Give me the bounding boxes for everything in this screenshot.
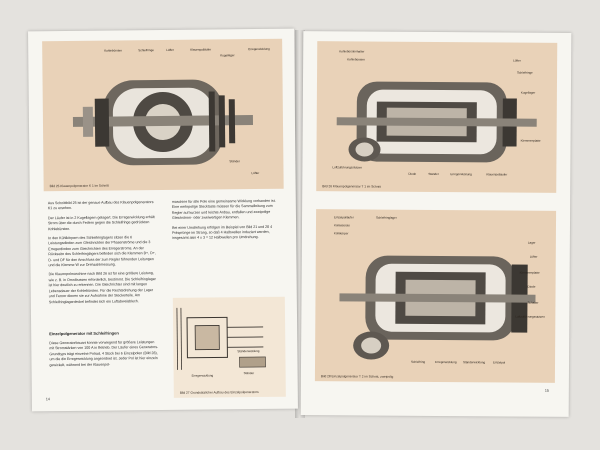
paragraph: In den Kühlkörpern des Schleifringlagers… [48, 235, 156, 268]
page-number-right: 15 [544, 388, 549, 393]
fig28-label-1: Einzelpolläufer [334, 215, 354, 220]
fig28-label-7: Klemmenplatte [519, 270, 540, 275]
fig28-label-9: Schalter [527, 300, 539, 305]
fig26-label-5: Kugellager [520, 90, 536, 95]
right-page: Kohlebürstenhalter Kohlebürsten Lüfter S… [300, 31, 572, 417]
page-number-left: 14 [45, 397, 50, 402]
fig26-label-9: Ständer [428, 171, 439, 177]
fig26-label-8: Diode [408, 171, 417, 176]
fig25-label-8: Lüfter [251, 170, 260, 176]
left-text-bottom: Diese Generatorbauart konnte vorwiegend … [49, 340, 159, 372]
fig26-label-1: Kohlebürstenhalter [339, 49, 365, 54]
fig25-caption: Bild 25 Klauenpolgenerator K 1 im Schnit… [49, 183, 109, 189]
paragraph: Bei einer Umdrehung erfolgen im Beispiel… [172, 224, 273, 241]
fig28-label-5: Lager [527, 240, 536, 245]
fig27-label-1: Erregerwicklung [191, 373, 214, 378]
fig26-label-7: Luftzuführungsstutzen [332, 165, 362, 170]
fig26-label-4: Schleifringe [517, 70, 533, 75]
fig26-label-6: Klemmenplatte [520, 138, 541, 143]
fig27-label-3: Ständer [243, 371, 255, 376]
paragraph: Die Klauenpolmaschine nach Bild 26 ist f… [48, 271, 156, 304]
fig28-label-11: Schleifring [411, 359, 426, 364]
fig25-label-6: Erregerwicklung [248, 46, 270, 52]
fig25-label-7: Ständer [229, 159, 240, 164]
alternator-cutaway-t1-drawing [336, 81, 537, 163]
fig28-label-3: Kohlebürste [333, 223, 351, 228]
figure-bild-27-diagram: Erregerwicklung Ständerwicklung Ständer … [172, 296, 286, 398]
fig25-label-2: Schleifringe [138, 48, 154, 53]
fig26-label-10: Erregerwicklung [450, 172, 472, 177]
fig27-caption: Bild 27 Grundsätzlicher Aufbau des Einze… [179, 390, 259, 395]
fig28-label-12: Erregerwicklung [435, 359, 457, 365]
fig26-caption: Bild 26 Klauenpolgenerator T 1 im Schnit… [322, 184, 381, 189]
fig25-label-3: Lüfter [166, 47, 174, 52]
fig28-label-13: Ständerwicklung [463, 360, 486, 365]
fig28-caption: Bild 28 Einzelpolgenerator T 2 im Schnit… [320, 374, 394, 379]
fig28-label-10: Luftzuführungsstutzen [515, 314, 545, 319]
left-text-column-1: Aus Schnittbild 25 ist der genaue Aufbau… [48, 200, 159, 309]
figure-bild-25: Kohlebürsten Schleifringe Lüfter Klauenp… [42, 38, 284, 192]
paragraph: Diese Generatorbauart konnte vorwiegend … [49, 340, 159, 367]
paragraph: maschine für alle Pole eine gemeinsame W… [171, 198, 276, 221]
fig25-label-5: Kugellager [220, 53, 235, 58]
fig28-label-14: Einzelpol [493, 360, 506, 365]
fig26-label-11: Klauenpolläufer [486, 172, 508, 177]
fig26-label-2: Kohlebürsten [347, 57, 365, 62]
fig27-label-2: Ständerwicklung [237, 348, 260, 354]
figure-bild-28: Einzelpolläufer Schleifringlager Kohlebü… [314, 209, 557, 383]
fig28-label-8: Diode [527, 284, 536, 289]
left-page: Kohlebürsten Schleifringe Lüfter Klauenp… [28, 28, 298, 412]
section-heading: Einzelpolgenerator mit Schleifringen [49, 330, 119, 337]
paragraph: Aus Schnittbild 25 ist der genaue Aufbau… [47, 200, 154, 211]
fig25-label-1: Kohlebürsten [104, 48, 122, 53]
figure-bild-26: Kohlebürstenhalter Kohlebürsten Lüfter S… [316, 41, 558, 193]
fig28-label-4: Kühlkörper [333, 231, 349, 236]
fig25-label-4: Klauenpolläufer [190, 47, 212, 52]
fig28-label-2: Schleifringlager [376, 215, 397, 220]
paragraph: Der Läufer ist in 2 Kugellagern gelagert… [47, 214, 155, 231]
alternator-cutaway-k1-drawing [72, 79, 254, 166]
einzelpol-schematic [176, 307, 266, 370]
left-text-column-2: maschine für alle Pole eine gemeinsame W… [172, 199, 284, 246]
fig28-label-6: Lüfter [529, 254, 538, 259]
alternator-cutaway-t2-drawing [339, 255, 536, 360]
book-spine [295, 30, 305, 418]
fig26-label-3: Lüfter [513, 58, 521, 63]
